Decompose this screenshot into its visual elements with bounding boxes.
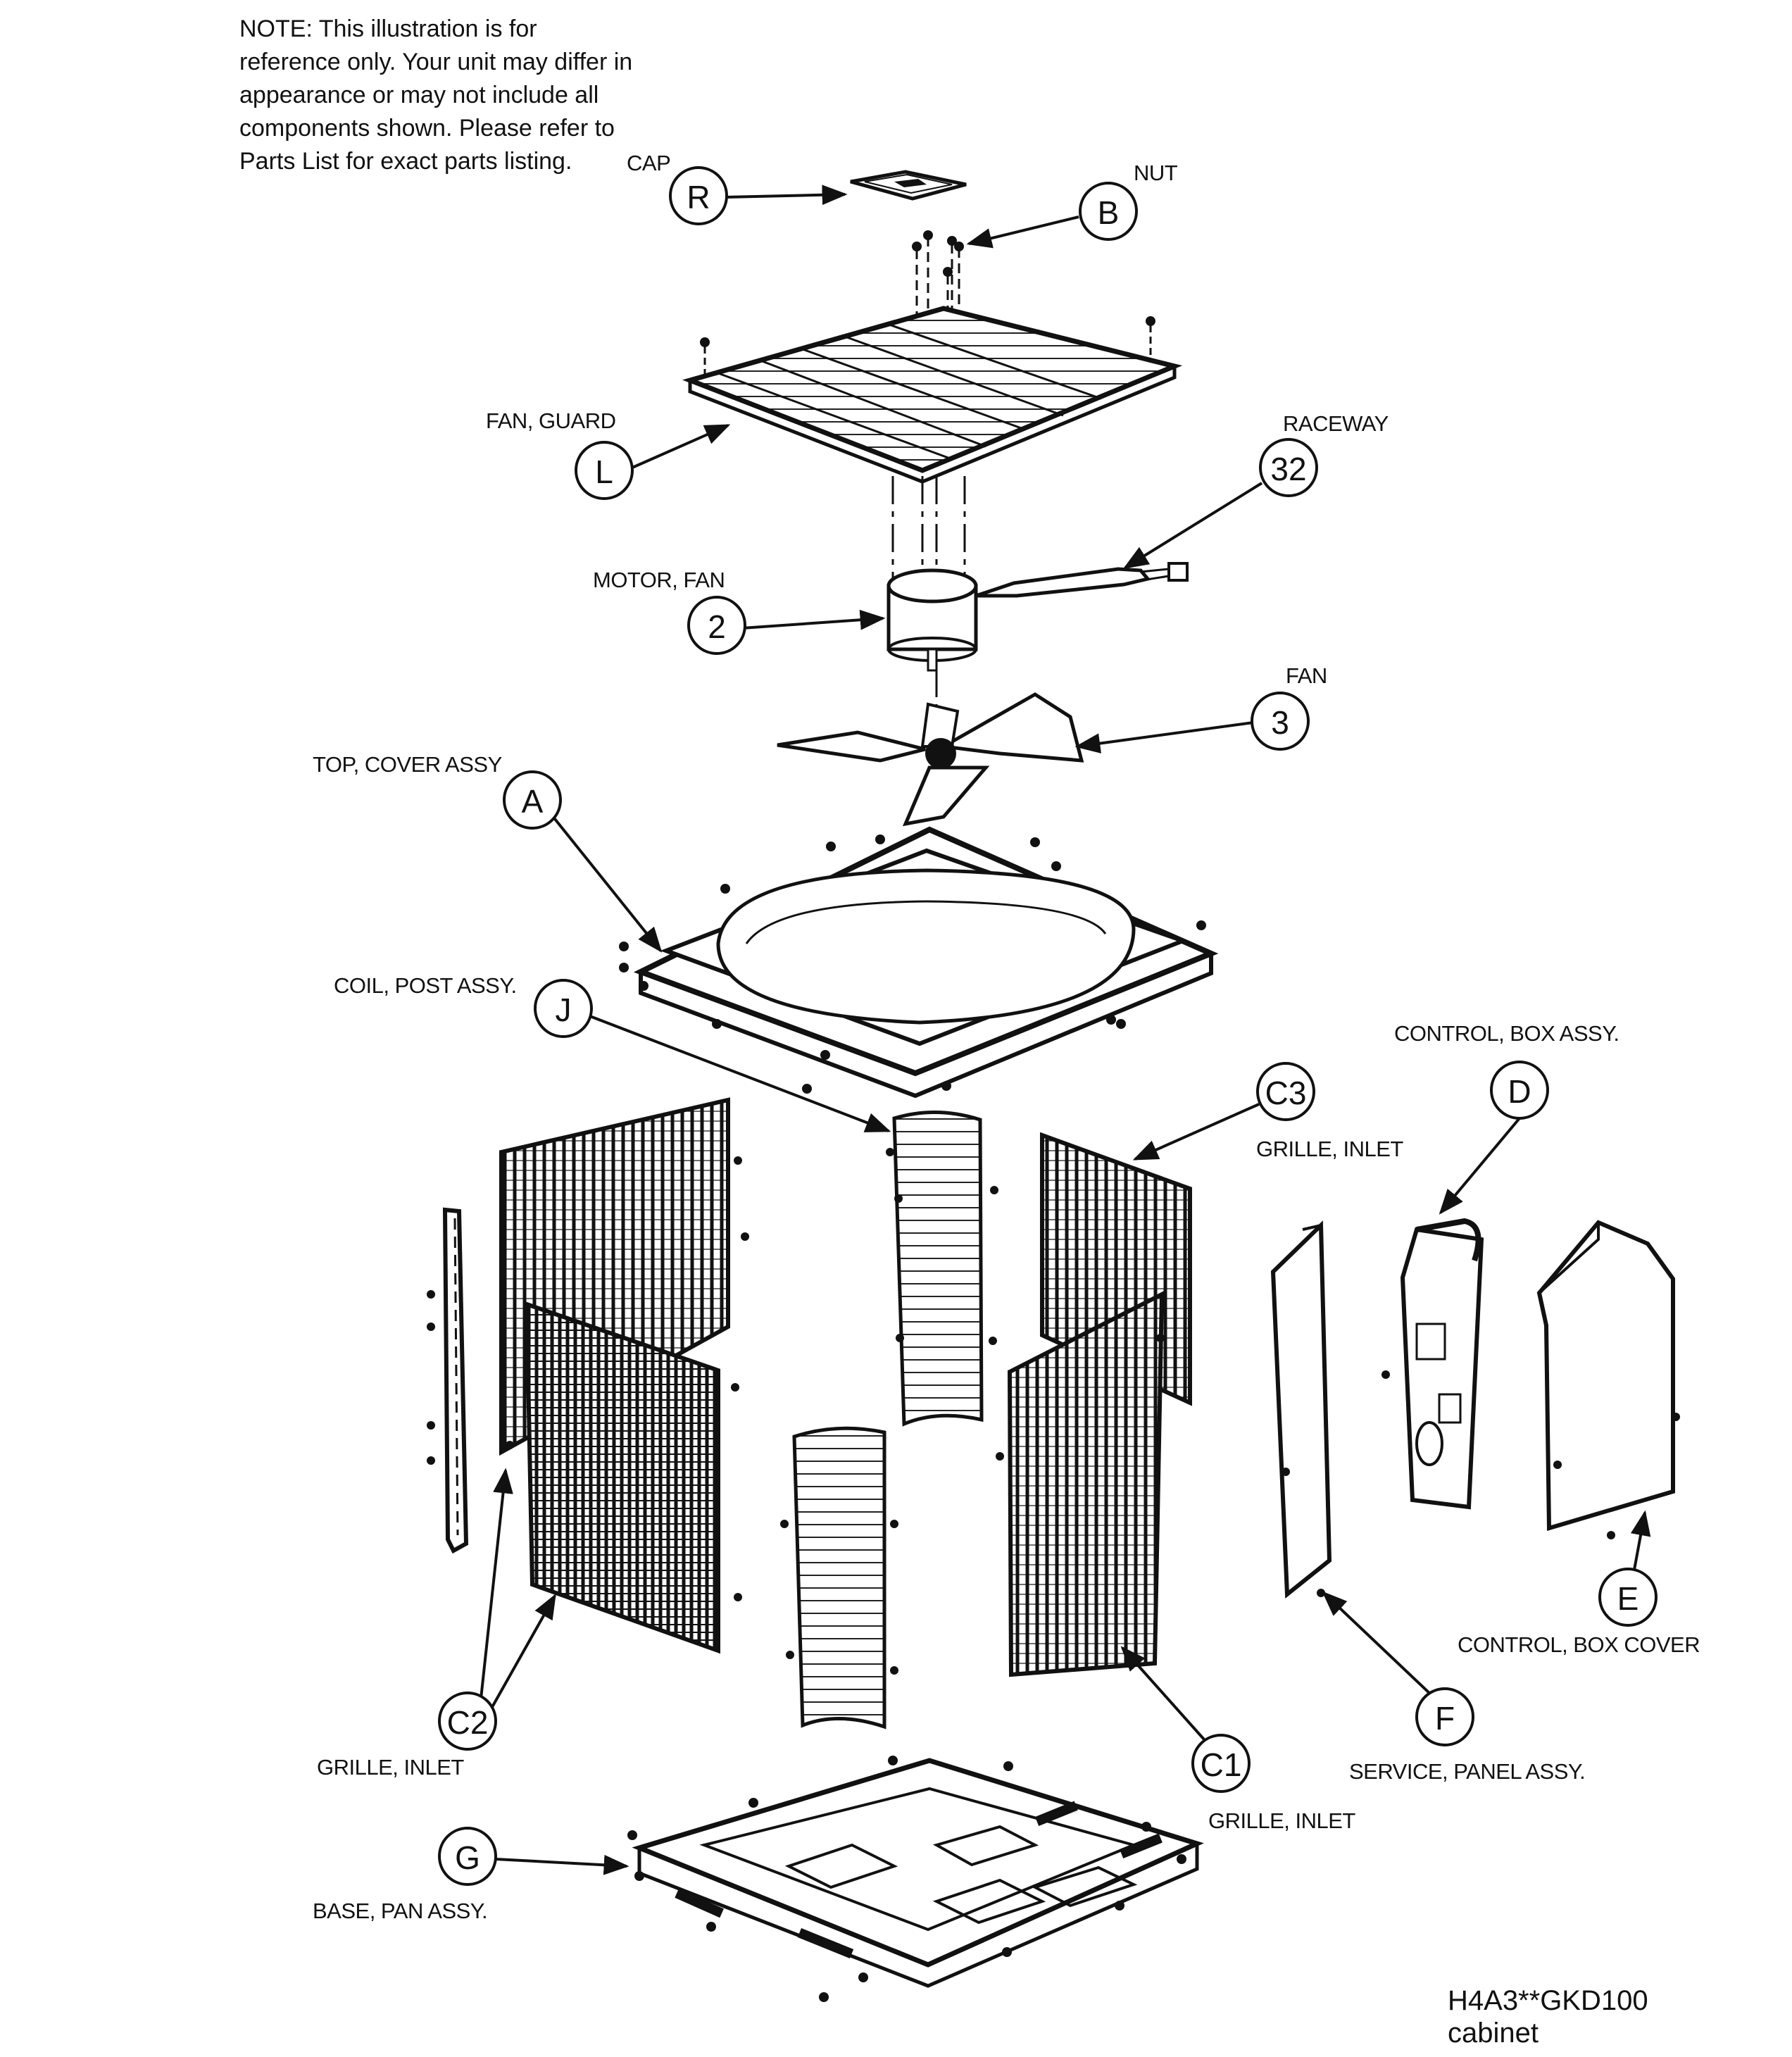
leader-d	[1439, 1117, 1521, 1215]
leader-j	[584, 1013, 891, 1132]
base-pan-part	[632, 1758, 1204, 1988]
callout-r: R	[687, 179, 710, 215]
nut-heads	[700, 230, 1155, 347]
leader-g	[495, 1854, 629, 1875]
label-nut: NUT	[1134, 161, 1178, 185]
label-base-pan-assy: BASE, PAN ASSY.	[313, 1899, 488, 1923]
leader-f	[1322, 1591, 1432, 1696]
callout-circles	[438, 166, 1658, 1886]
control-box-cover-part	[1536, 1220, 1680, 1539]
fan-blade-part	[777, 692, 1084, 827]
cap-part	[850, 170, 967, 201]
reference-note: NOTE: This illustration is for reference…	[239, 15, 633, 175]
callout-3: 3	[1271, 704, 1289, 741]
top-cover-screws	[619, 834, 1206, 1094]
callout-c3: C3	[1265, 1075, 1307, 1111]
label-fan-guard: FAN, GUARD	[486, 408, 616, 433]
leader-c1	[1120, 1646, 1205, 1741]
label-service-panel-assy: SERVICE, PANEL ASSY.	[1349, 1759, 1586, 1784]
leader-c2b	[484, 1593, 556, 1719]
model-code: H4A3**GKD100	[1448, 1985, 1648, 2016]
control-box-part	[1400, 1218, 1484, 1510]
service-panel-part	[1270, 1220, 1390, 1599]
leader-b	[966, 215, 1079, 249]
leader-r	[725, 185, 848, 206]
label-grille-inlet-c2: GRILLE, INLET	[317, 1755, 464, 1780]
label-raceway: RACEWAY	[1283, 411, 1389, 436]
corner-post-part	[427, 1207, 469, 1554]
callout-j: J	[556, 992, 572, 1028]
top-cover-part	[633, 826, 1219, 1099]
label-cap: CAP	[627, 151, 671, 175]
callout-b: B	[1098, 194, 1120, 231]
callout-f: F	[1435, 1700, 1455, 1737]
grille-inlet-c3-part	[996, 1132, 1192, 1677]
grille-inlet-c2-part	[499, 1097, 749, 1654]
leader-c2a	[477, 1468, 513, 1719]
label-motor-fan: MOTOR, FAN	[593, 568, 725, 592]
callout-c1: C1	[1201, 1746, 1242, 1783]
callout-l: L	[595, 454, 613, 490]
motor-fan-part	[886, 568, 978, 672]
fan-guard-part	[682, 306, 1183, 484]
label-top-cover-assy: TOP, COVER ASSY	[313, 752, 502, 777]
callout-g: G	[455, 1839, 480, 1876]
label-grille-inlet-c3: GRILLE, INLET	[1256, 1137, 1403, 1161]
leader-3	[1074, 721, 1254, 754]
callout-c2: C2	[447, 1704, 489, 1741]
callout-32: 32	[1270, 451, 1306, 487]
model-section: cabinet	[1448, 2018, 1539, 2049]
label-grille-inlet-c1: GRILLE, INLET	[1208, 1808, 1355, 1833]
coil-post-assy-front-part	[780, 1426, 898, 1730]
leader-c3	[1132, 1103, 1260, 1161]
callout-e: E	[1617, 1580, 1639, 1617]
callout-d: D	[1508, 1073, 1531, 1110]
callout-ids: R B L 32 2 3 A J C3 D E F C2 C1 G	[447, 179, 1639, 1876]
label-control-box-assy: CONTROL, BOX ASSY.	[1394, 1021, 1619, 1046]
leader-2	[741, 609, 886, 630]
base-pan-screws	[627, 1756, 1186, 2002]
label-control-box-cover: CONTROL, BOX COVER	[1458, 1632, 1700, 1657]
model-caption: H4A3**GKD100 cabinet	[1448, 1984, 1648, 2049]
leader-lines	[477, 185, 1651, 1875]
coil-post-assy-part	[886, 1111, 998, 1427]
callout-a: A	[522, 783, 544, 820]
callout-2: 2	[708, 608, 726, 645]
label-fan: FAN	[1286, 663, 1327, 688]
leader-32	[1122, 482, 1263, 569]
leader-l	[632, 424, 731, 469]
leader-a	[551, 814, 663, 953]
label-coil-post-assy: COIL, POST ASSY.	[334, 973, 517, 998]
raceway-part	[975, 562, 1189, 598]
